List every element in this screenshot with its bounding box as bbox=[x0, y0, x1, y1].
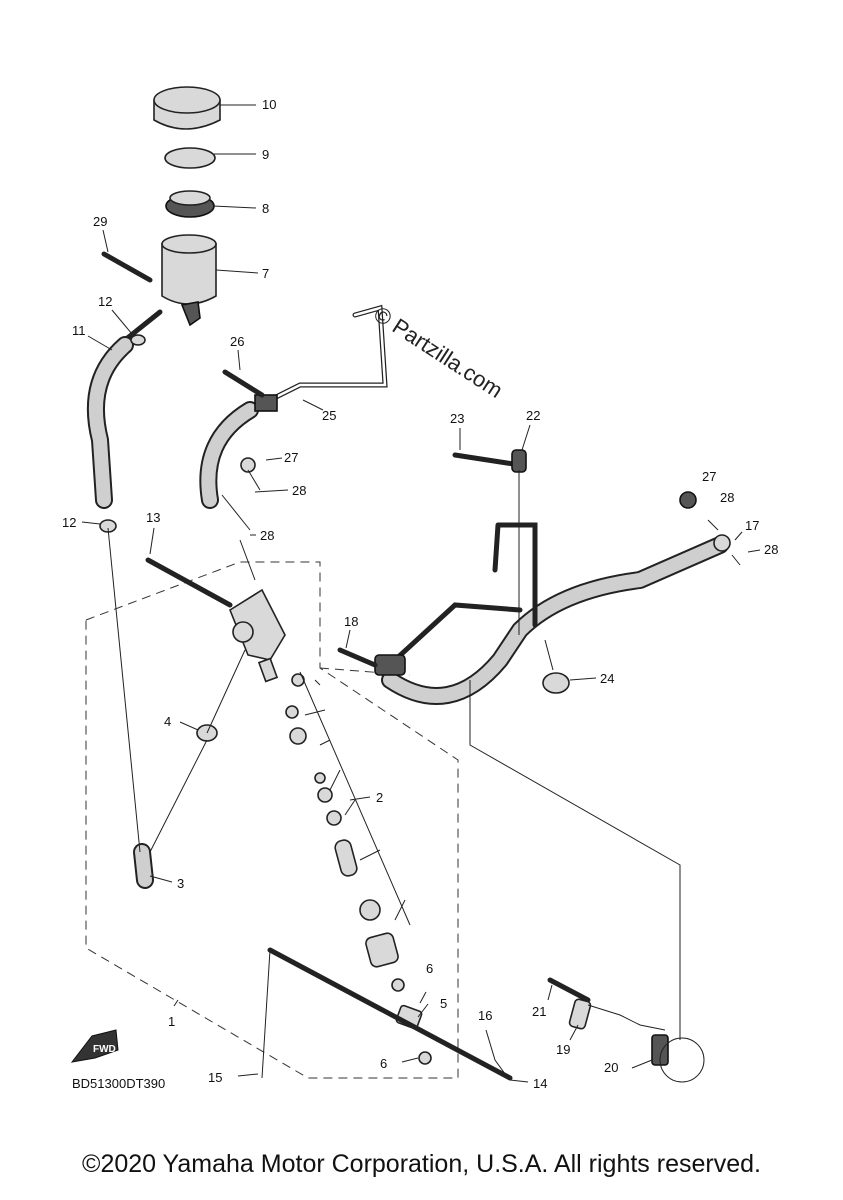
leader-2 bbox=[299, 671, 411, 926]
union-block bbox=[254, 394, 278, 412]
diagram-code: BD51300DT390 bbox=[72, 1076, 165, 1091]
leader-24-line bbox=[544, 639, 554, 671]
clamp-22 bbox=[511, 449, 527, 473]
brake-pipe-lower bbox=[392, 602, 523, 663]
bracket-19 bbox=[568, 998, 592, 1030]
callout-6-lower: 6 bbox=[380, 1056, 387, 1071]
switch-20 bbox=[651, 1034, 669, 1066]
callout-6-upper: 6 bbox=[426, 961, 433, 976]
callout-17: 17 bbox=[745, 518, 759, 533]
callout-21: 21 bbox=[532, 1004, 546, 1019]
bolt-21 bbox=[547, 977, 591, 1003]
union-17 bbox=[713, 534, 731, 552]
nut-6-lower bbox=[418, 1051, 432, 1065]
union-block-18 bbox=[374, 654, 406, 676]
diaphragm bbox=[165, 190, 215, 218]
leader-20-up bbox=[469, 730, 681, 1040]
callout-27-right: 27 bbox=[702, 469, 716, 484]
callout-15: 15 bbox=[208, 1070, 222, 1085]
hose-3 bbox=[133, 843, 154, 889]
clamp-24 bbox=[542, 672, 570, 694]
callout-23: 23 bbox=[450, 411, 464, 426]
callout-13: 13 bbox=[146, 510, 160, 525]
bolt-26 bbox=[222, 369, 265, 398]
hose-3-line bbox=[107, 527, 208, 853]
callouts: 1 2 3 4 5 6 6 7 8 9 10 11 12 12 13 14 15… bbox=[62, 97, 778, 1091]
callout-29: 29 bbox=[93, 214, 107, 229]
callout-7: 7 bbox=[262, 266, 269, 281]
fwd-arrow-icon: FWD bbox=[70, 1029, 119, 1063]
callout-1: 1 bbox=[168, 1014, 175, 1029]
leader-4-line bbox=[206, 649, 246, 734]
callout-14: 14 bbox=[533, 1076, 547, 1091]
leader-28-right bbox=[707, 519, 741, 566]
bolt-14 bbox=[267, 947, 513, 1081]
hose-clip-upper bbox=[130, 334, 146, 346]
callout-24: 24 bbox=[600, 671, 614, 686]
bolt-27-right bbox=[679, 491, 697, 509]
bolt-13 bbox=[145, 557, 233, 608]
callout-28-left-lower: 28 bbox=[260, 528, 274, 543]
callout-18: 18 bbox=[344, 614, 358, 629]
screw-29 bbox=[101, 251, 153, 283]
callout-8: 8 bbox=[262, 201, 269, 216]
callout-22: 22 bbox=[526, 408, 540, 423]
assembly-outline bbox=[85, 561, 459, 1079]
callout-10: 10 bbox=[262, 97, 276, 112]
brake-hose-rear bbox=[381, 536, 729, 705]
switch-ring bbox=[659, 1037, 705, 1083]
callout-26: 26 bbox=[230, 334, 244, 349]
switch-lead bbox=[587, 1004, 666, 1031]
callout-16: 16 bbox=[478, 1008, 492, 1023]
brake-hose-upper bbox=[199, 401, 259, 509]
callout-28-left-upper: 28 bbox=[292, 483, 306, 498]
callout-9: 9 bbox=[262, 147, 269, 162]
nut-6-upper bbox=[391, 978, 405, 992]
reservoir-hose bbox=[122, 309, 163, 343]
callout-5: 5 bbox=[440, 996, 447, 1011]
diaphragm-plate bbox=[164, 147, 216, 169]
leader-lines bbox=[81, 104, 761, 1083]
callout-28-right-upper: 28 bbox=[720, 490, 734, 505]
callout-25: 25 bbox=[322, 408, 336, 423]
callout-19: 19 bbox=[556, 1042, 570, 1057]
copyright-notice: ©2020 Yamaha Motor Corporation, U.S.A. A… bbox=[82, 1150, 761, 1178]
reservoir-hose-body bbox=[86, 336, 134, 509]
callout-3: 3 bbox=[177, 876, 184, 891]
reservoir-tank bbox=[161, 234, 217, 327]
reservoir-cap bbox=[153, 86, 221, 130]
callout-2: 2 bbox=[376, 790, 383, 805]
fwd-label: FWD bbox=[93, 1044, 116, 1055]
leader-14-right bbox=[485, 1029, 509, 1079]
rod-15 bbox=[261, 949, 271, 1079]
master-cylinder bbox=[229, 588, 286, 683]
pipe-bracket bbox=[492, 522, 538, 628]
callout-4: 4 bbox=[164, 714, 171, 729]
leader-28-left bbox=[221, 469, 261, 581]
callout-12-lower: 12 bbox=[62, 515, 76, 530]
piston-kit bbox=[285, 673, 399, 968]
callout-28-right-lower: 28 bbox=[764, 542, 778, 557]
bolt-18 bbox=[337, 647, 378, 668]
callout-27-left: 27 bbox=[284, 450, 298, 465]
watermark: © Partzilla.com bbox=[369, 301, 507, 403]
brake-pipe-25 bbox=[259, 304, 388, 407]
callout-12-upper: 12 bbox=[98, 294, 112, 309]
callout-11: 11 bbox=[72, 323, 86, 338]
bolt-23 bbox=[452, 452, 523, 468]
callout-20: 20 bbox=[604, 1060, 618, 1075]
bolt-27-left bbox=[240, 457, 256, 473]
